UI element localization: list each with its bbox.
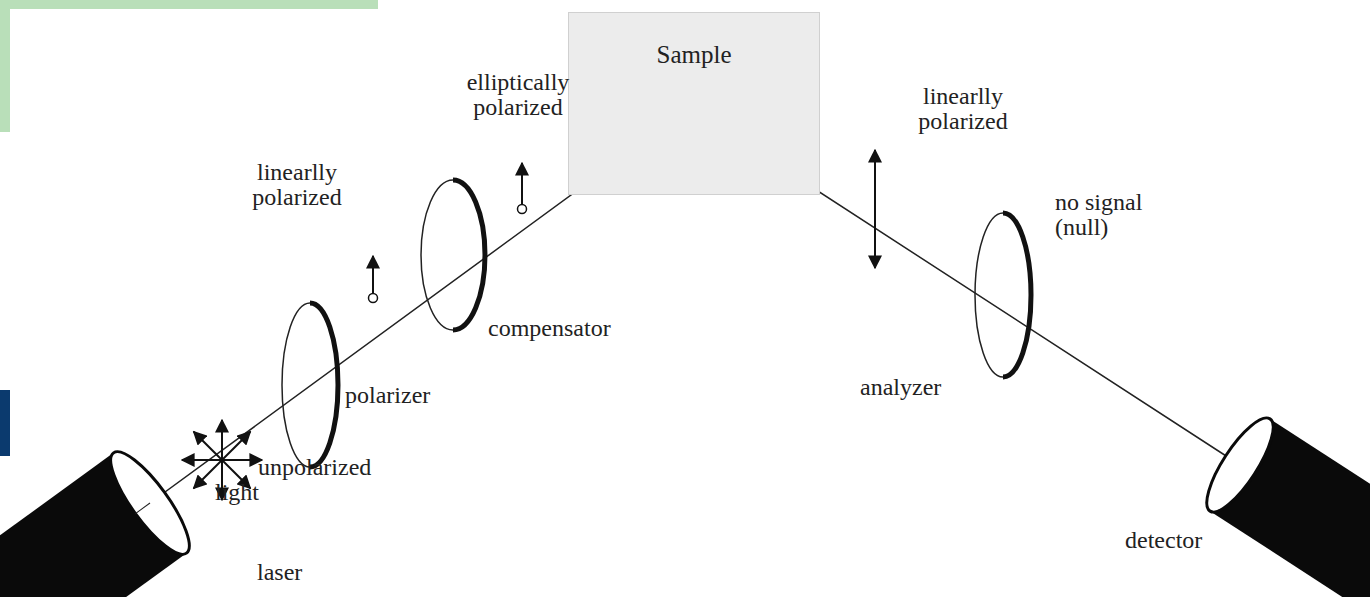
sample-box: Sample: [568, 12, 820, 195]
part-name: analyzer: [860, 375, 990, 400]
polarization-state: linearlly polarized: [898, 84, 1028, 134]
polarizer-element: [282, 303, 338, 467]
part-name: laser: [257, 560, 337, 585]
part-name: compensator: [488, 316, 658, 341]
polarization-arrow: [369, 256, 378, 303]
slide-bar: [0, 390, 10, 456]
compensator-element: [421, 180, 485, 330]
part-name: detector: [1125, 528, 1245, 553]
laser-body: [0, 442, 201, 597]
slide-bar: [0, 0, 10, 132]
polarization-state: elliptically polarized: [462, 70, 574, 120]
part-name: polarizer: [345, 383, 465, 408]
signal-note: no signal (null): [1055, 190, 1177, 240]
polarization-arrow: [875, 150, 876, 268]
sample-label: Sample: [569, 41, 819, 69]
slide-bar: [0, 0, 378, 9]
polarization-state: linearlly polarized: [232, 160, 362, 210]
light-state: unpolarized light: [215, 455, 390, 505]
analyzer-element: [975, 213, 1031, 377]
polarization-arrow: [518, 163, 527, 214]
detector-body: [1196, 410, 1370, 597]
